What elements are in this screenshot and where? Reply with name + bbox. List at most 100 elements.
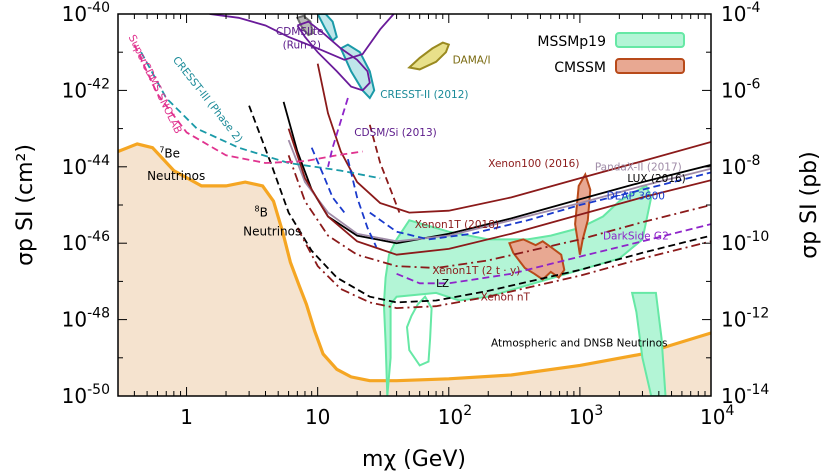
region-mssmp19-inner [405,295,433,367]
y-tick-base: 10 [721,2,746,26]
annotation-18: 8B [255,204,268,219]
x-tick-label-3: 103 [569,403,603,429]
y-tick-base: 10 [62,384,87,408]
y-tick-base: 10 [62,78,87,102]
series-line-14 [327,97,349,168]
y-tick-exp: -48 [87,306,110,322]
series-line-1 [282,101,711,245]
y-tick-base: 10 [62,2,87,26]
series-line-11 [140,51,381,180]
annotation-sup-16: 7 [159,145,164,154]
y-tick-label-right-0: 10-4 [721,0,761,26]
series-line-15 [310,147,346,214]
y-tick-label-left-4: 10-48 [62,306,110,332]
x-tick-base: 10 [700,405,725,429]
y-axis-left-title: σp SI (cm²) [13,144,38,266]
y-tick-exp: -14 [746,382,769,398]
y-tick-label-left-1: 10-42 [62,76,110,102]
y-tick-base: 10 [721,384,746,408]
series-line-8 [296,227,711,310]
annotation-3: (Run 2) [283,39,321,51]
y-tick-label-right-3: 10-10 [721,229,769,255]
annotation-main-18: B [260,205,268,219]
y-tick-label-right-2: 10-8 [721,153,760,179]
legend-swatch-0 [615,32,685,48]
series-line-7 [248,105,711,304]
annotation-14: Xenon nT [481,292,531,304]
annotation-11: Xenon1T (2 t · y) [432,265,520,277]
series-line-5 [287,154,711,269]
annotation-1: DAMA/I [453,55,491,67]
legend-label-0: MSSMp19 [537,34,606,50]
series-line-0 [316,63,711,214]
y-tick-base: 10 [62,155,87,179]
annotation-13: LZ [436,278,449,290]
annotation-8: LUX (2016) [627,173,685,185]
series-line-16 [368,124,401,213]
x-tick-exp: 3 [594,403,603,419]
annotation-10: Xenon1T (2018) [415,219,499,231]
x-tick-exp: 2 [463,403,472,419]
y-tick-base: 10 [721,155,746,179]
y-tick-exp: -10 [746,229,769,245]
x-tick-base: 10 [569,405,594,429]
y-tick-label-right-1: 10-6 [721,76,761,102]
annotation-9: DEAP 3600 [607,190,665,202]
annotation-4: CRESST-II (2012) [380,89,468,101]
series-line-3 [287,128,711,256]
series-line-10 [296,20,371,92]
y-tick-exp: -8 [746,153,760,169]
y-tick-exp: -44 [87,153,110,169]
y-tick-exp: -12 [746,306,769,322]
legend-label-1: CMSSM [554,60,606,76]
x-tick-label-0: 1 [180,405,193,429]
y-axis-right-title: σp SI (pb) [797,151,822,258]
y-tick-exp: -6 [746,76,760,92]
y-tick-exp: -50 [87,382,110,398]
series-line-9 [209,14,395,61]
annotation-0: CoGeNT (2013) [296,0,377,12]
y-tick-label-left-2: 10-44 [62,153,110,179]
plot-area: CoGeNT (2013) DAMA/I CDMSlite(Run 2) CRESST… [118,0,711,396]
series-line-13 [347,158,378,248]
annotation-5: CDSM/Si (2013) [354,127,437,139]
annotation-17: Neutrinos [147,169,205,183]
annotation-16: 7Be [159,145,180,160]
y-tick-base: 10 [721,308,746,332]
y-tick-label-right-5: 10-14 [721,382,769,408]
y-tick-label-left-3: 10-46 [62,229,110,255]
neutrino-floor-region [118,143,711,396]
region-cogent-2013 [295,14,315,37]
region-dama-i [407,41,451,71]
annotation-15: Atmospheric and DNSB Neutrinos [491,337,667,349]
region-cmssm-2 [508,238,566,281]
annotation-main-16: Be [164,146,180,160]
series-line-12 [133,44,363,164]
y-tick-exp: -40 [87,0,110,16]
y-tick-exp: -46 [87,229,110,245]
y-tick-base: 10 [721,231,746,255]
annotation-21: SuperCDMS SNOLAB [126,33,184,136]
y-tick-base: 10 [62,231,87,255]
region-cogent-blob [316,14,338,43]
annotation-6: Xenon100 (2016) [488,158,579,170]
series-line-6 [396,223,711,285]
y-tick-label-left-5: 10-50 [62,382,110,408]
x-tick-label-2: 102 [438,403,472,429]
annotation-7: PandaX-II (2017) [595,162,682,174]
y-tick-base: 10 [721,78,746,102]
y-tick-label-right-4: 10-12 [721,306,769,332]
annotation-2: CDMSlite [276,26,324,38]
x-tick-label-1: 10 [305,405,330,429]
neutrino-floor-line [118,142,711,383]
x-tick-exp: 4 [725,403,734,419]
x-tick-label-4: 104 [700,403,734,429]
annotation-sup-18: 8 [255,204,260,213]
y-tick-exp: -4 [746,0,760,16]
region-mssmp19-right [630,291,667,396]
legend-swatch-1 [615,58,685,74]
y-tick-exp: -42 [87,76,110,92]
